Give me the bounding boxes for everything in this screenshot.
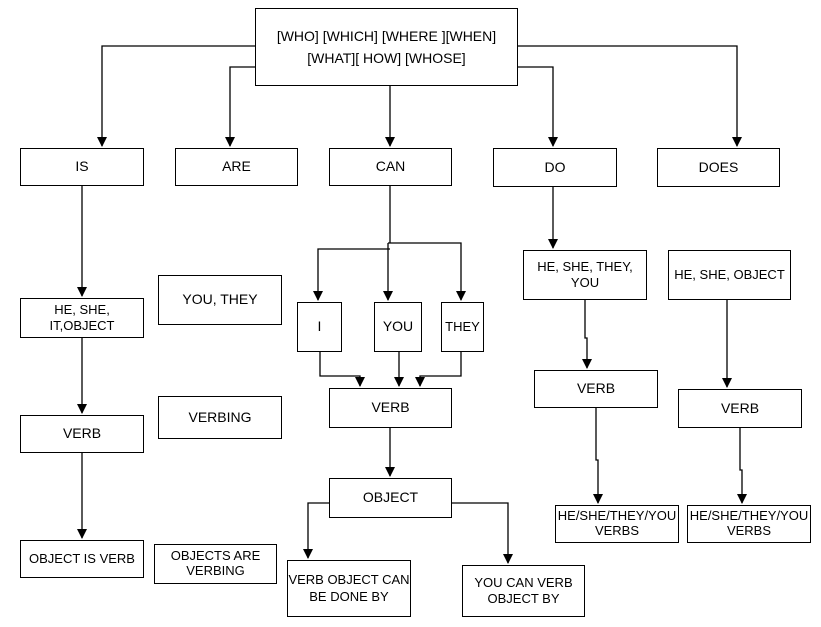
can-result-right-box: YOU CAN VERB OBJECT BY	[462, 565, 585, 617]
do-result-label: HE/SHE/THEY/YOU VERBS	[557, 508, 677, 538]
are-header-box: ARE	[175, 148, 298, 186]
arrow-root-to-do	[518, 66, 558, 147]
arrow-object-to-result-left	[303, 502, 329, 559]
do-verb-label: VERB	[576, 380, 616, 397]
is-result-label: OBJECT IS VERB	[29, 550, 135, 566]
is-header-box: IS	[20, 148, 144, 186]
is-header-label: IS	[75, 158, 89, 175]
are-result-box: OBJECTS ARE VERBING	[154, 544, 277, 584]
can-header-box: CAN	[329, 148, 452, 186]
do-header-label: DO	[544, 158, 566, 175]
arrow-do-subject-to-verb	[582, 300, 592, 369]
arrow-they-to-verb	[415, 352, 462, 387]
can-result-right-label: YOU CAN VERB OBJECT BY	[474, 574, 573, 606]
does-result-box: HE/SHE/THEY/YOU VERBS	[687, 505, 811, 543]
arrow-root-to-is	[97, 45, 255, 147]
arrow-can-to-i	[313, 248, 390, 301]
is-subject-box: HE, SHE, IT,OBJECT	[20, 298, 144, 338]
root-line-1: [WHO] [WHICH] [WHERE ][WHEN]	[276, 27, 497, 44]
can-subject-they-box: THEY	[441, 302, 484, 352]
does-result-label: HE/SHE/THEY/YOU VERBS	[689, 508, 809, 538]
root-question-words-box: [WHO] [WHICH] [WHERE ][WHEN] [WHAT][ HOW…	[255, 8, 518, 86]
does-header-label: DOES	[698, 158, 739, 175]
can-subject-i-label: I	[317, 318, 322, 335]
are-header-label: ARE	[222, 158, 251, 175]
arrow-root-to-does	[518, 45, 742, 147]
root-line-2: [WHAT][ HOW] [WHOSE]	[307, 50, 466, 66]
can-subject-you-label: YOU	[382, 318, 414, 335]
does-verb-label: VERB	[720, 399, 760, 416]
is-verb-box: VERB	[20, 415, 144, 453]
does-header-box: DOES	[657, 148, 780, 187]
are-subject-label: YOU, THEY	[182, 291, 258, 308]
is-verb-label: VERB	[62, 425, 102, 442]
do-verb-box: VERB	[534, 370, 658, 408]
can-subject-they-label: THEY	[445, 318, 480, 334]
can-subject-you-box: YOU	[374, 302, 422, 352]
do-subject-label: HE, SHE, THEY, YOU	[537, 258, 633, 290]
can-header-label: CAN	[375, 158, 406, 175]
can-subject-i-box: I	[297, 302, 342, 352]
are-result-label: OBJECTS ARE VERBING	[170, 548, 261, 578]
arrow-i-to-verb	[319, 352, 365, 387]
can-object-box: OBJECT	[329, 478, 452, 518]
arrow-object-to-result-right	[452, 502, 513, 564]
arrow-can-to-they	[388, 242, 466, 301]
can-result-left-label: VERB OBJECT CAN BE DONE BY	[288, 572, 410, 604]
is-result-box: OBJECT IS VERB	[20, 540, 144, 578]
can-result-left-box: VERB OBJECT CAN BE DONE BY	[287, 560, 411, 617]
do-subject-box: HE, SHE, THEY, YOU	[523, 250, 647, 300]
arrow-do-verb-to-result	[593, 408, 603, 504]
are-subject-box: YOU, THEY	[158, 275, 282, 325]
arrow-does-verb-to-result	[737, 428, 747, 504]
can-verb-label: VERB	[371, 399, 410, 416]
does-subject-box: HE, SHE, OBJECT	[668, 250, 791, 300]
can-verb-box: VERB	[329, 388, 452, 428]
does-verb-box: VERB	[678, 389, 802, 428]
is-subject-label: HE, SHE, IT,OBJECT	[49, 301, 115, 333]
are-verb-label: VERBING	[188, 408, 252, 425]
can-object-label: OBJECT	[362, 489, 419, 506]
do-result-box: HE/SHE/THEY/YOU VERBS	[555, 505, 679, 543]
arrow-root-to-are	[225, 66, 255, 147]
are-verb-box: VERBING	[158, 396, 282, 439]
do-header-box: DO	[493, 148, 617, 187]
does-subject-label: HE, SHE, OBJECT	[674, 266, 785, 282]
